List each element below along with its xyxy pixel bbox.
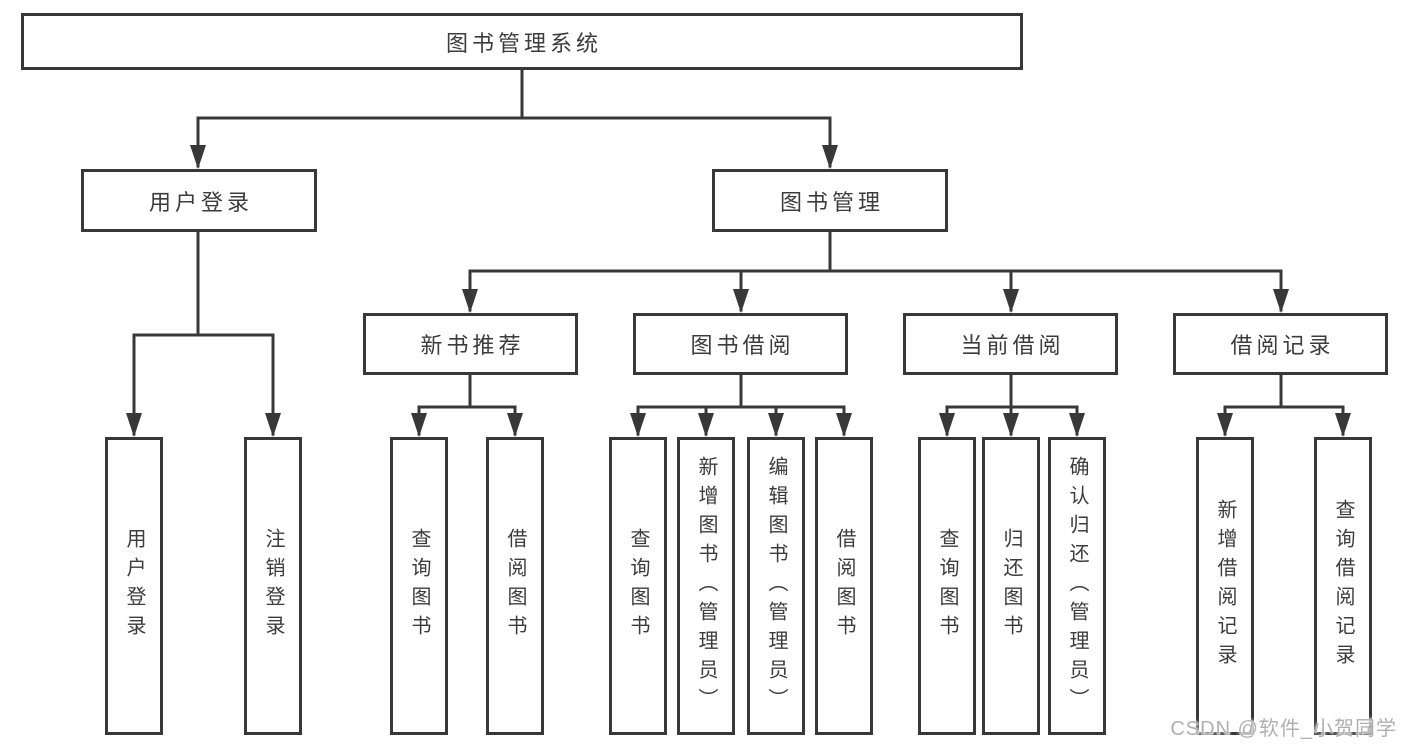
leaf-query-books-2-label: 查询图书	[627, 528, 649, 644]
node-book-management-label: 图书管理	[779, 189, 884, 215]
leaf-query-books-1: 查询图书	[390, 437, 448, 735]
leaf-add-borrow-record: 新增借阅记录	[1196, 437, 1254, 735]
node-current-borrowing-label: 当前借阅	[960, 333, 1065, 358]
leaf-query-books-3-label: 查询图书	[936, 528, 958, 644]
leaf-query-books-3: 查询图书	[918, 437, 976, 735]
node-root-label: 图书管理系统	[445, 30, 602, 56]
leaf-edit-book-admin: 编辑图书（管理员）	[747, 437, 805, 735]
node-book-borrowing: 图书借阅	[633, 313, 848, 375]
leaf-confirm-return-admin-label: 确认归还（管理员）	[1066, 455, 1088, 717]
leaf-logout-label: 注销登录	[262, 528, 284, 644]
connector-paths	[132, 68, 1345, 436]
node-user-login: 用户登录	[81, 169, 317, 232]
leaf-query-borrow-record-label: 查询借阅记录	[1332, 499, 1354, 673]
leaf-borrow-books-1: 借阅图书	[486, 437, 544, 735]
node-new-book-recommend-label: 新书推荐	[420, 333, 525, 358]
leaf-return-book-label: 归还图书	[1000, 528, 1022, 644]
leaf-confirm-return-admin: 确认归还（管理员）	[1048, 437, 1106, 735]
leaf-add-book-admin: 新增图书（管理员）	[677, 437, 735, 735]
node-new-book-recommend: 新书推荐	[363, 313, 578, 375]
watermark: CSDN @软件_小贺同学	[1170, 718, 1397, 740]
leaf-query-books-2: 查询图书	[609, 437, 667, 735]
leaf-user-login-label: 用户登录	[123, 528, 145, 644]
node-current-borrowing: 当前借阅	[903, 313, 1118, 375]
arrowhead-icons	[126, 145, 1351, 437]
leaf-borrow-books-1-label: 借阅图书	[504, 528, 526, 644]
node-book-borrowing-label: 图书借阅	[690, 333, 795, 358]
leaf-query-borrow-record: 查询借阅记录	[1314, 437, 1372, 735]
leaf-borrow-books-2: 借阅图书	[815, 437, 873, 735]
leaf-borrow-books-2-label: 借阅图书	[833, 528, 855, 644]
node-borrow-records-label: 借阅记录	[1230, 333, 1335, 358]
node-root: 图书管理系统	[21, 13, 1023, 70]
leaf-add-book-admin-label: 新增图书（管理员）	[695, 455, 717, 717]
node-book-management: 图书管理	[712, 169, 948, 232]
leaf-user-login: 用户登录	[105, 437, 163, 735]
node-borrow-records: 借阅记录	[1173, 313, 1388, 375]
leaf-return-book: 归还图书	[982, 437, 1040, 735]
leaf-add-borrow-record-label: 新增借阅记录	[1214, 499, 1236, 673]
leaf-logout: 注销登录	[244, 437, 302, 735]
leaf-edit-book-admin-label: 编辑图书（管理员）	[765, 455, 787, 717]
leaf-query-books-1-label: 查询图书	[408, 528, 430, 644]
node-user-login-label: 用户登录	[148, 189, 253, 215]
